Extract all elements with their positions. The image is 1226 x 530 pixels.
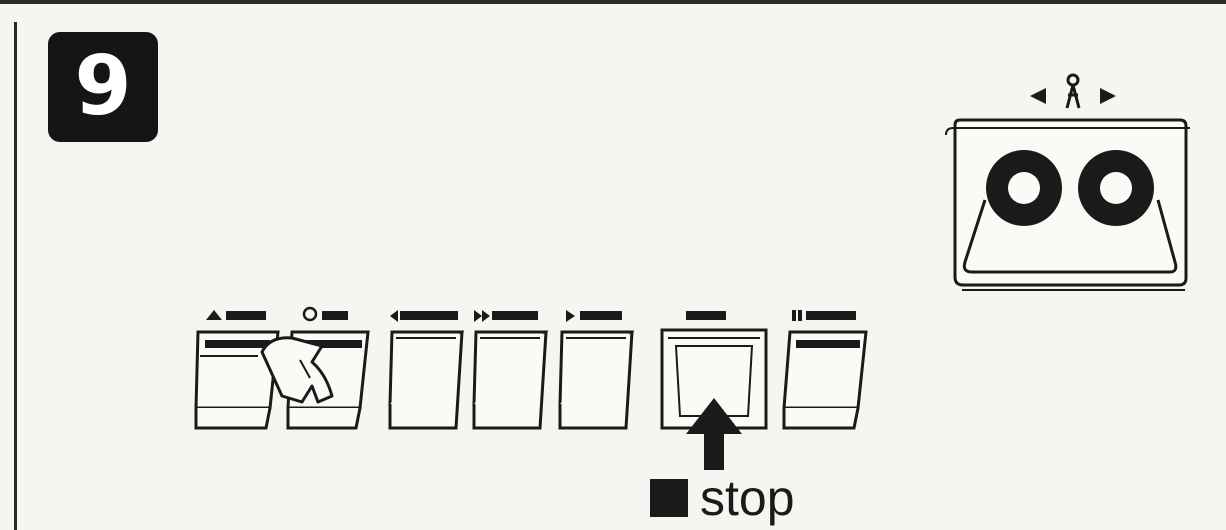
key-labels <box>206 306 856 322</box>
key-fast-forward[interactable] <box>472 330 549 430</box>
step-number-badge: 9 <box>48 32 158 142</box>
eject-icon <box>206 310 266 320</box>
play-icon <box>566 310 622 322</box>
fast-forward-icon <box>474 310 538 322</box>
key-play[interactable] <box>558 330 635 430</box>
key-rewind[interactable] <box>388 330 465 430</box>
push-up-arrow-icon <box>686 398 742 470</box>
hand-icon <box>260 336 334 404</box>
rewind-icon <box>390 310 458 322</box>
stop-square-icon <box>650 479 688 517</box>
record-icon <box>302 306 348 322</box>
pause-icon <box>792 310 856 321</box>
stop-icon <box>686 311 726 320</box>
key-pause[interactable] <box>782 330 868 430</box>
frame-top-rule <box>0 0 1226 4</box>
stop-text: stop <box>700 470 795 526</box>
stop-label: stop <box>650 470 795 526</box>
cassette-icon <box>945 73 1190 291</box>
frame-left-rule <box>14 22 17 530</box>
step-number: 9 <box>74 39 132 134</box>
key-eject[interactable] <box>194 330 280 430</box>
tape-direction-icon <box>1030 73 1116 109</box>
